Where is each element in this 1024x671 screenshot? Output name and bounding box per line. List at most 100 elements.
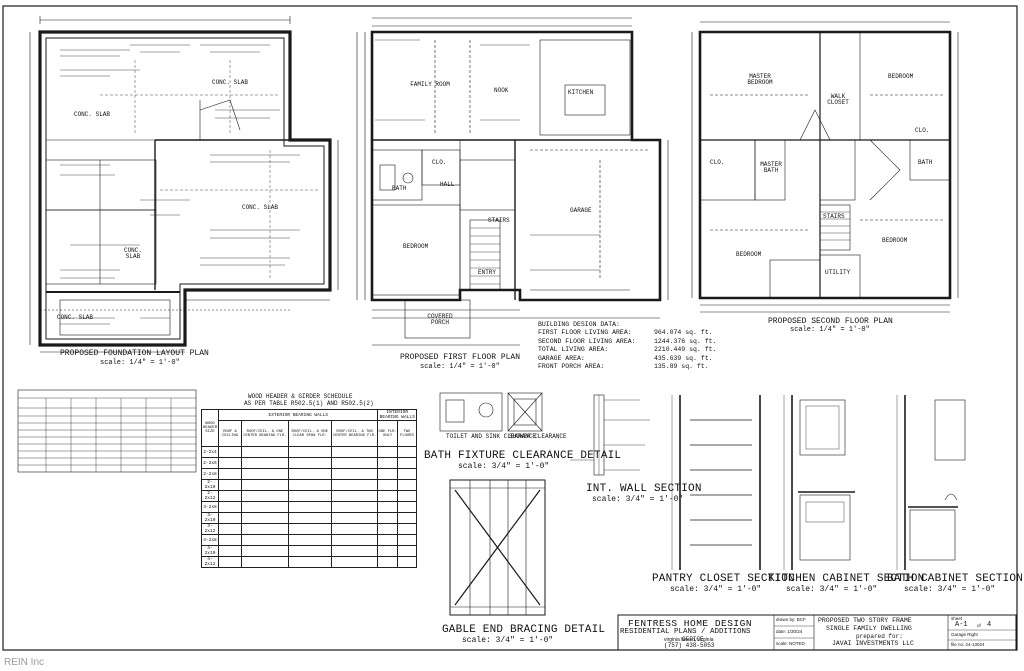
pantry-section-scale: scale: 3/4" = 1'-0" <box>670 585 762 594</box>
room-label-bedroom: BEDROOM <box>888 73 914 80</box>
room-label-covered-porch: COVERED PORCH <box>427 313 453 326</box>
int-wall-section-title: INT. WALL SECTION <box>586 483 702 495</box>
schedule-size-cell: 2-2x8 <box>201 468 219 480</box>
schedule-value-cell <box>241 446 289 458</box>
schedule-value-cell <box>241 545 289 557</box>
schedule-value-cell <box>287 446 332 458</box>
schedule-value-cell <box>377 501 398 513</box>
schedule-value-cell <box>287 501 332 513</box>
room-label-master-bath: MASTER BATH <box>760 161 782 174</box>
room-label-nook: NOOK <box>494 87 509 94</box>
schedule-value-cell <box>396 545 418 557</box>
sheet-label: sheet <box>951 616 963 621</box>
room-label-bath: BATH <box>918 159 933 166</box>
foundation-plan <box>29 16 339 353</box>
building-data-row: FIRST FLOOR LIVING AREA: 964.074 sq. ft. <box>538 329 713 336</box>
schedule-size-cell: 4-2x12 <box>201 556 219 568</box>
schedule-value-cell <box>217 446 243 458</box>
schedule-value-cell <box>330 446 379 458</box>
building-data-row: GARAGE AREA: 435.639 sq. ft. <box>538 354 713 362</box>
bath-shower-label: SHOWER CLEARANCE <box>509 433 567 440</box>
room-label-walk-closet: WALK CLOSET <box>827 93 849 106</box>
schedule-value-cell <box>217 545 243 557</box>
schedule-value-cell <box>396 501 418 513</box>
header-schedule-table: WOOD HEADER SIZE EXTERIOR BEARING WALLS … <box>201 409 418 568</box>
room-label-clo: CLO. <box>710 159 725 166</box>
schedule-value-cell <box>241 556 289 568</box>
room-label-garage: GARAGE <box>570 207 592 214</box>
building-data-rows: FIRST FLOOR LIVING AREA: 964.074 sq. ft.… <box>538 329 717 373</box>
schedule-value-cell <box>241 523 289 535</box>
project-line-1: PROPOSED TWO STORY FRAME <box>818 617 912 624</box>
schedule-row: 4-2x12 <box>201 556 418 568</box>
schedule-value-cell <box>396 523 418 535</box>
schedule-value-cell <box>217 556 243 568</box>
second-floor-plan-title: PROPOSED SECOND FLOOR PLAN <box>768 317 893 326</box>
schedule-subcol: TWO FLOORS <box>396 420 418 447</box>
schedule-value-cell <box>287 523 332 535</box>
schedule-value-cell <box>241 457 289 469</box>
schedule-row: 2-2x10 <box>201 479 418 491</box>
schedule-subcol: ROOF/CEIL. & ONE CENTER BEARING FLR. <box>241 420 289 447</box>
schedule-size-cell: 2-2x6 <box>201 457 219 469</box>
gable-bracing-title: GABLE END BRACING DETAIL <box>442 624 606 636</box>
schedule-subcol: ROOF/CEIL. & ONE CLEAR SPAN FLR. <box>287 420 332 447</box>
schedule-value-cell <box>377 534 398 546</box>
building-data-row: TOTAL LIVING AREA: 2210.449 sq. ft. <box>538 346 717 353</box>
schedule-value-cell <box>330 523 379 535</box>
bath-cabinet-section-scale: scale: 3/4" = 1'-0" <box>904 585 996 594</box>
schedule-size-cell: 3-2x10 <box>201 512 219 524</box>
schedule-value-cell <box>330 457 379 469</box>
schedule-value-cell <box>330 512 379 524</box>
drawing-scale: scale: NOTED <box>776 641 805 646</box>
drawing-date: date: 1/30/24 <box>776 629 803 634</box>
schedule-value-cell <box>377 479 398 491</box>
schedule-subcol: ROOF/CEIL. & TWO CENTER BEARING FLR. <box>330 420 379 447</box>
room-label-conc-slab: CONC. SLAB <box>211 79 248 86</box>
schedule-size-cell: 3-2x12 <box>201 523 219 535</box>
schedule-value-cell <box>287 490 332 502</box>
room-label-bedroom: BEDROOM <box>736 251 762 258</box>
schedule-row: 2-2x6 <box>201 457 418 469</box>
schedule-value-cell <box>377 512 398 524</box>
schedule-value-cell <box>396 556 418 568</box>
file-label: Garage Right <box>951 632 978 637</box>
schedule-value-cell <box>287 534 332 546</box>
room-label-kitchen: KITCHEN <box>568 89 594 96</box>
bath-fixture-detail-scale: scale: 3/4" = 1'-0" <box>458 462 550 471</box>
room-label-stairs: STAIRS <box>823 213 845 220</box>
room-label-bath: BATH <box>392 185 407 192</box>
schedule-value-cell <box>241 479 289 491</box>
firm-name: FENTRESS HOME DESIGN <box>628 618 753 629</box>
schedule-value-cell <box>217 523 243 535</box>
schedule-value-cell <box>330 501 379 513</box>
room-label-family: FAMILY ROOM <box>410 81 450 88</box>
schedule-size-cell: 2-2x12 <box>201 490 219 502</box>
room-label-clo: CLO. <box>915 127 930 134</box>
schedule-value-cell <box>377 468 398 480</box>
schedule-subcol: ROOF & CEILING <box>217 420 243 447</box>
schedule-value-cell <box>241 512 289 524</box>
schedule-value-cell <box>217 490 243 502</box>
room-label-conc-slab: CONC. SLAB <box>241 204 278 211</box>
schedule-value-cell <box>396 446 418 458</box>
schedule-value-cell <box>287 545 332 557</box>
schedule-value-cell <box>396 468 418 480</box>
schedule-row: 3-2x8 <box>201 501 418 513</box>
schedule-value-cell <box>287 479 332 491</box>
drawn-by: drawn by: BCF <box>776 617 806 622</box>
room-label-master-bedroom: MASTER BEDROOM <box>747 73 773 86</box>
header-schedule-title: WOOD HEADER & GIRDER SCHEDULE <box>248 393 353 400</box>
schedule-value-cell <box>377 545 398 557</box>
bath-fixture-detail-title: BATH FIXTURE CLEARANCE DETAIL <box>424 450 622 462</box>
client-name: JAVAI INVESTMENTS LLC <box>832 640 914 647</box>
schedule-value-cell <box>241 501 289 513</box>
schedule-value-cell <box>217 479 243 491</box>
schedule-value-cell <box>377 490 398 502</box>
schedule-interior-heading: INTERIOR BEARING WALLS <box>377 409 417 421</box>
sheet-total: 4 <box>987 621 992 629</box>
schedule-row: 2-2x12 <box>201 490 418 502</box>
schedule-value-cell <box>287 556 332 568</box>
room-label-conc-slab: CONC. SLAB <box>73 111 110 118</box>
schedule-subcol: ONE FLR. ONLY <box>377 420 398 447</box>
